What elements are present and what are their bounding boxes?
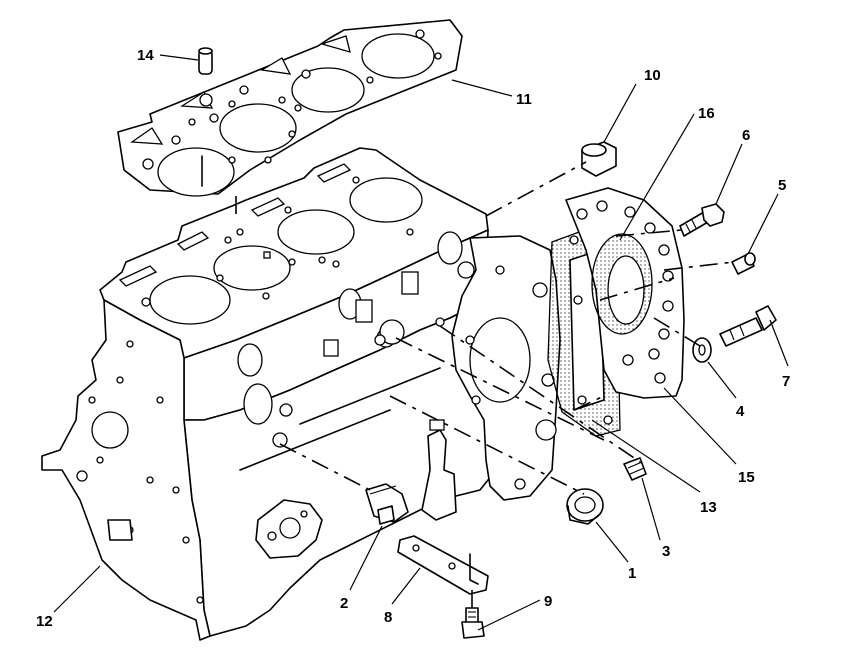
callout-1: 1 <box>628 565 636 582</box>
callout-2: 2 <box>340 595 348 612</box>
callout-3: 3 <box>662 543 670 560</box>
small-bolt <box>461 607 485 639</box>
callout-10: 10 <box>644 67 661 84</box>
seal-housing <box>565 187 685 425</box>
bolt <box>679 203 725 237</box>
callout-14: 14 <box>137 47 154 64</box>
pin <box>731 252 756 275</box>
callout-4: 4 <box>736 403 745 420</box>
expansion-plug <box>581 141 617 177</box>
washer <box>692 337 712 363</box>
callout-16: 16 <box>698 105 715 122</box>
oil-pressure-switch <box>365 483 409 525</box>
assembly-lines <box>235 161 735 608</box>
oil-seal <box>566 488 604 525</box>
engine-block <box>41 147 501 641</box>
callout-11: 11 <box>516 91 532 108</box>
drain-plug <box>623 457 647 481</box>
stud-bolt <box>719 305 777 347</box>
callout-15: 15 <box>738 469 755 486</box>
callout-5: 5 <box>778 177 786 194</box>
callout-8: 8 <box>384 609 392 626</box>
head-gasket <box>117 19 463 197</box>
callout-7: 7 <box>782 373 790 390</box>
callout-12: 12 <box>36 613 53 630</box>
bracket <box>397 535 489 595</box>
callout-13: 13 <box>700 499 717 516</box>
dowel-pin <box>198 47 213 75</box>
callout-labels: 14 11 10 16 6 5 7 4 15 13 3 1 2 8 9 12 <box>36 47 790 630</box>
callout-6: 6 <box>742 127 750 144</box>
leader-lines <box>53 54 789 631</box>
callout-9: 9 <box>544 593 552 610</box>
